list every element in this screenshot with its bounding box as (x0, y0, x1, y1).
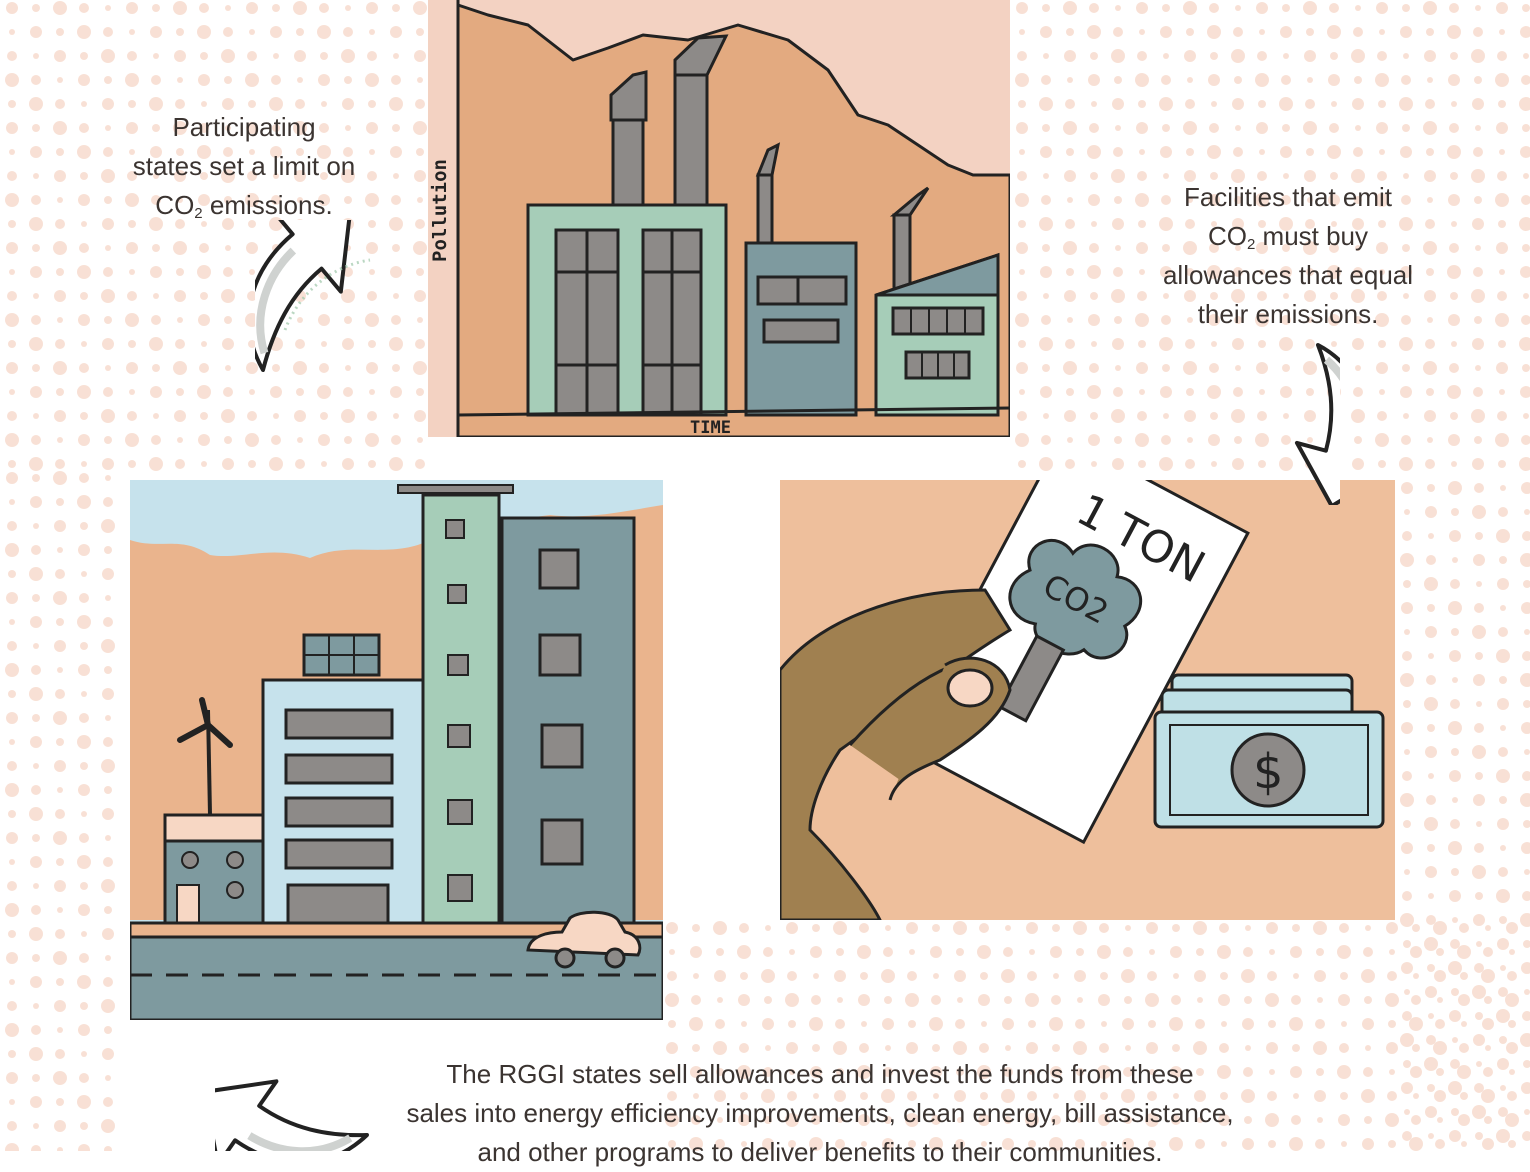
caption-facilities-buy-allowances: Facilities that emit CO2 must buy allowa… (1140, 178, 1436, 334)
clean-city-panel (130, 480, 663, 1020)
caption-text: must buy (1255, 221, 1369, 251)
co2-text: CO (155, 190, 195, 220)
caption-line: and other programs to deliver benefits t… (477, 1137, 1163, 1167)
caption-text: emissions. (202, 190, 333, 220)
caption-line: sales into energy efficiency improvement… (406, 1098, 1234, 1128)
caption-states-set-limit: Participating states set a limit on CO2 … (108, 108, 380, 225)
caption-line: Participating (172, 112, 316, 142)
caption-line: CO2 must buy (1140, 217, 1436, 256)
allowance-purchase-panel: 1 TON CO2 $ (780, 480, 1395, 920)
subscript: 2 (194, 205, 203, 222)
co2-text: CO (1207, 221, 1247, 251)
subscript: 2 (1246, 236, 1256, 253)
caption-line: Facilities that emit (1183, 182, 1393, 212)
caption-line: their emissions. (1197, 299, 1379, 329)
caption-line: allowances that equal (1162, 260, 1414, 290)
caption-line: The RGGI states sell allowances and inve… (446, 1059, 1194, 1089)
curved-arrow-icon (255, 220, 430, 385)
caption-rggi-invest: The RGGI states sell allowances and inve… (300, 1055, 1340, 1172)
dollar-sign: $ (1253, 744, 1284, 800)
caption-line: states set a limit on (132, 151, 356, 181)
curved-arrow-icon (1190, 335, 1340, 505)
pollution-factory-panel: Pollution TIME (428, 0, 1010, 437)
y-axis-label: Pollution (429, 159, 451, 262)
caption-line: CO2 emissions. (108, 186, 380, 225)
x-axis-label: TIME (690, 418, 731, 437)
